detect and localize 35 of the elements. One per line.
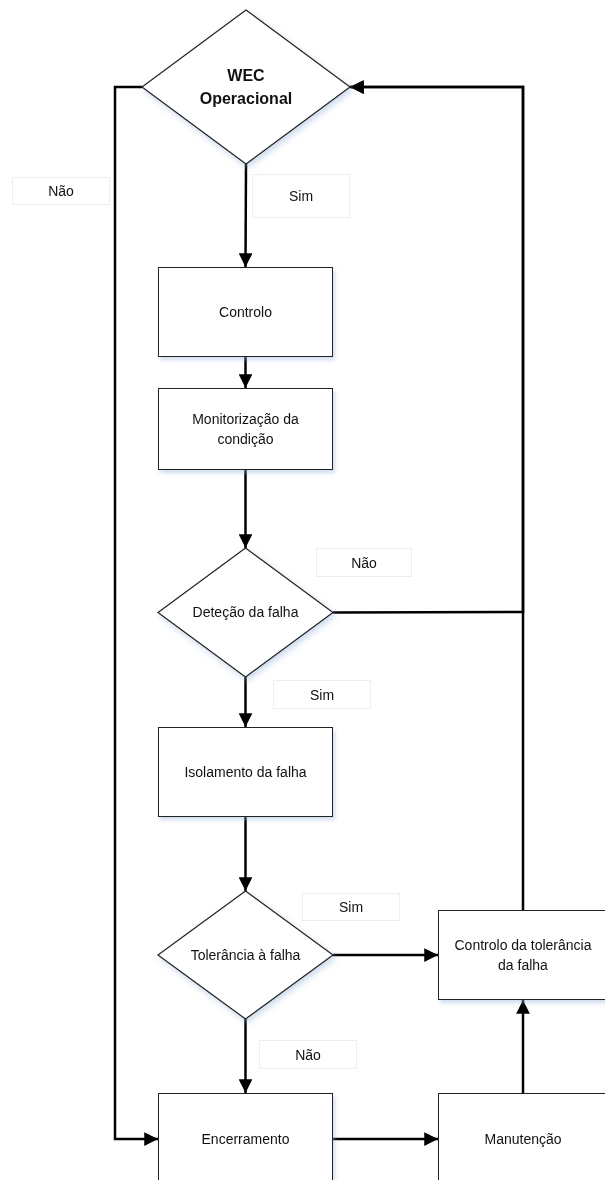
arrow <box>238 470 253 548</box>
edge-label: Sim <box>273 680 371 709</box>
edge-label: Sim <box>302 893 400 921</box>
edge-label: Não <box>12 177 110 205</box>
node-label: Controlo <box>219 302 272 322</box>
process-box <box>158 267 333 357</box>
process-box <box>158 1093 333 1180</box>
node-label: Controlo da tolerância da falha <box>453 935 593 975</box>
edge-label: Sim <box>252 174 350 218</box>
node-label: Isolamento da falha <box>184 762 307 782</box>
arrow <box>516 1000 530 1093</box>
decision-diamond <box>158 548 333 677</box>
process-box <box>158 727 333 817</box>
arrow <box>238 357 253 388</box>
arrow <box>350 80 525 910</box>
node-label: Tolerância à falha <box>190 945 301 965</box>
arrow <box>238 164 253 267</box>
arrow <box>113 85 158 1146</box>
process-box <box>158 388 333 470</box>
edge-label: Não <box>316 548 412 577</box>
arrow <box>238 817 253 891</box>
edge-label: Não <box>259 1040 357 1069</box>
decision-diamond <box>158 891 333 1019</box>
node-label: Monitorização da condição <box>191 409 300 449</box>
node-label: WEC Operacional <box>198 65 294 109</box>
arrow <box>333 948 438 962</box>
arrow <box>238 1019 253 1093</box>
node-label: Manutenção <box>484 1129 562 1149</box>
arrow <box>333 1132 438 1146</box>
node-label: Deteção da falha <box>192 603 299 623</box>
decision-diamond <box>142 10 350 164</box>
process-box <box>438 910 605 1000</box>
arrow <box>238 677 253 727</box>
process-box <box>438 1093 605 1180</box>
node-label: Encerramento <box>201 1129 290 1149</box>
